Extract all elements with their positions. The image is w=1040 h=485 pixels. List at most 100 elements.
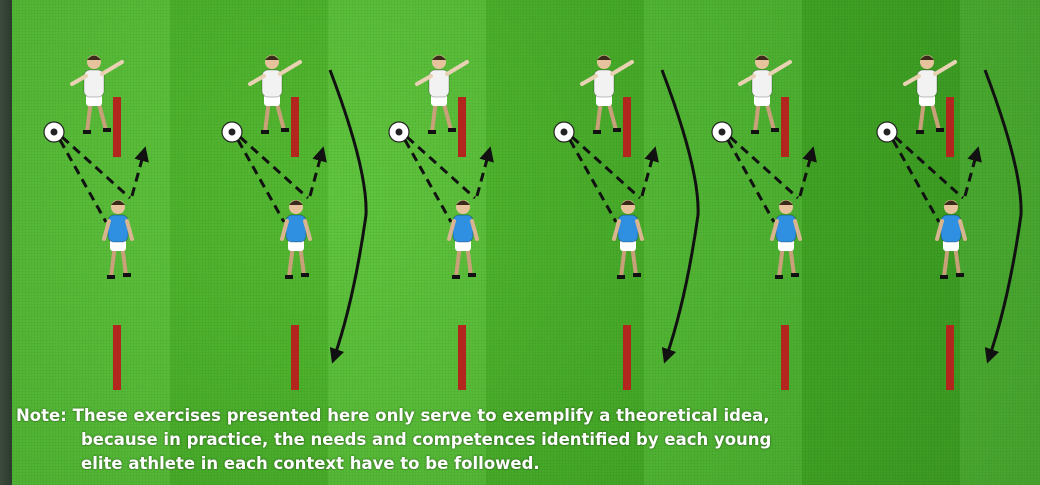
pass-arrow-forward	[640, 146, 659, 197]
attacker-player-arm-back	[415, 74, 433, 86]
defender-player-shirt	[940, 214, 962, 243]
defender-player-boot-left	[617, 275, 625, 279]
defender-player-shirt	[285, 214, 307, 243]
defender-player-boot-left	[940, 275, 948, 279]
attacker-player-boot-left	[83, 130, 91, 134]
note-line-2: because in practice, the needs and compe…	[81, 430, 772, 449]
attacker-player	[738, 55, 792, 134]
pass-arrow-forward	[963, 146, 982, 197]
ball-patch	[50, 128, 58, 136]
ball-patch	[395, 128, 403, 136]
defender-player-arm-right	[125, 219, 134, 241]
ball-patch	[560, 128, 568, 136]
pass-line-right	[60, 135, 132, 200]
defender-player-boot-right	[791, 273, 799, 277]
pass-line-defender	[891, 139, 941, 223]
defender-player-hair	[456, 200, 470, 205]
drill-station-4	[553, 55, 700, 390]
attacker-player-hair	[920, 55, 934, 60]
defender-player-boot-left	[452, 275, 460, 279]
attacker-player-arm-up	[100, 60, 124, 76]
drill-station-1	[43, 55, 149, 390]
defender-player-boot-right	[123, 273, 131, 277]
cone-top	[458, 97, 466, 157]
cone-bottom	[458, 325, 466, 390]
cone-top	[623, 97, 631, 157]
defender-player-arm-right	[303, 219, 312, 241]
defender-player-boot-left	[775, 275, 783, 279]
attacker-player-arm-back	[903, 74, 921, 86]
run-arrow	[328, 69, 368, 364]
attacker-player-shirt	[83, 69, 105, 98]
run-arrow	[983, 69, 1023, 364]
attacker-player-shirt	[593, 69, 615, 98]
attacker-player-arm-back	[70, 74, 88, 86]
defender-player-shirt	[775, 214, 797, 243]
defender-player-arm-left	[935, 219, 944, 241]
pass-line-right	[570, 135, 642, 200]
attacker-player-arm-back	[738, 74, 756, 86]
attacker-player-boot-right	[448, 128, 456, 132]
run-arrow	[660, 69, 700, 364]
defender-player-arm-right	[635, 219, 644, 241]
drill-station-3	[388, 55, 494, 390]
cone-top	[291, 97, 299, 157]
attacker-player	[580, 55, 634, 134]
defender-player-boot-left	[107, 275, 115, 279]
attacker-player-boot-right	[281, 128, 289, 132]
defender-player-shirt	[107, 214, 129, 243]
defender-player-arm-left	[280, 219, 289, 241]
pass-arrow-forward	[798, 146, 817, 197]
attacker-player	[415, 55, 469, 134]
pass-arrow-forward	[308, 146, 327, 197]
attacker-player-boot-right	[771, 128, 779, 132]
attacker-player	[248, 55, 302, 134]
defender-player-arm-right	[470, 219, 479, 241]
defender-player-arm-left	[612, 219, 621, 241]
defender-player	[935, 200, 967, 279]
defender-player-arm-left	[770, 219, 779, 241]
attacker-player-boot-left	[751, 130, 759, 134]
defender-player-hair	[289, 200, 303, 205]
pass-line-defender	[58, 139, 108, 223]
attacker-player-hair	[87, 55, 101, 60]
attacker-player	[70, 55, 124, 134]
pass-line-defender	[568, 139, 618, 223]
defender-player-shirt	[452, 214, 474, 243]
pass-line-defender	[726, 139, 776, 223]
defender-player-boot-right	[301, 273, 309, 277]
pass-line-defender	[236, 139, 286, 223]
defender-player-boot-right	[633, 273, 641, 277]
defender-player-hair	[111, 200, 125, 205]
attacker-player-arm-back	[580, 74, 598, 86]
defender-player	[280, 200, 312, 279]
grass-pitch	[12, 0, 1040, 485]
cone-top	[113, 97, 121, 157]
cone-top	[946, 97, 954, 157]
cone-bottom	[781, 325, 789, 390]
defender-player	[447, 200, 479, 279]
defender-player	[770, 200, 802, 279]
attacker-player-hair	[597, 55, 611, 60]
attacker-player-arm-up	[610, 60, 634, 76]
defender-player-boot-left	[285, 275, 293, 279]
attacker-player-boot-left	[261, 130, 269, 134]
note-line-1: Note: These exercises presented here onl…	[16, 406, 770, 425]
attacker-player-boot-left	[428, 130, 436, 134]
attacker-player	[903, 55, 957, 134]
note-text: Note: These exercises presented here onl…	[16, 404, 1016, 476]
attacker-player-shirt	[261, 69, 283, 98]
defender-player-boot-right	[956, 273, 964, 277]
ball-patch	[718, 128, 726, 136]
attacker-player-arm-up	[278, 60, 302, 76]
pass-line-defender	[403, 139, 453, 223]
pass-line-right	[405, 135, 477, 200]
defender-player-arm-left	[447, 219, 456, 241]
cone-bottom	[291, 325, 299, 390]
defender-player-hair	[621, 200, 635, 205]
cone-top	[781, 97, 789, 157]
cone-bottom	[623, 325, 631, 390]
ball-patch	[228, 128, 236, 136]
